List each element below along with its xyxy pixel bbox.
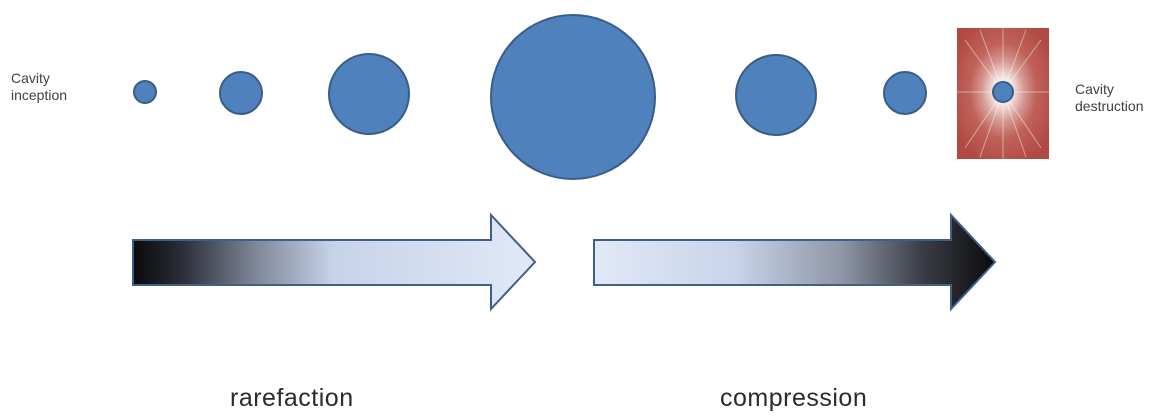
bubble-5 <box>735 54 817 136</box>
cavity-inception-label: Cavity inception <box>11 70 67 104</box>
destruction-line-1: Cavity <box>1075 81 1114 97</box>
compression-arrow <box>593 212 997 312</box>
bubble-4 <box>490 14 656 180</box>
compression-label: compression <box>720 384 868 412</box>
collapse-burst <box>957 28 1049 159</box>
cavity-destruction-label: Cavity destruction <box>1075 81 1143 115</box>
bubble-2 <box>219 71 263 115</box>
rarefaction-arrow <box>132 212 537 312</box>
inception-line-1: Cavity <box>11 70 50 86</box>
destruction-line-2: destruction <box>1075 98 1144 114</box>
bubble-3 <box>328 53 410 135</box>
bubble-sequence <box>133 14 927 180</box>
bubble-7 <box>992 81 1014 103</box>
rarefaction-label: rarefaction <box>230 384 354 412</box>
bubble-1 <box>133 80 157 104</box>
inception-line-2: inception <box>11 87 68 103</box>
bubble-6 <box>883 71 927 115</box>
